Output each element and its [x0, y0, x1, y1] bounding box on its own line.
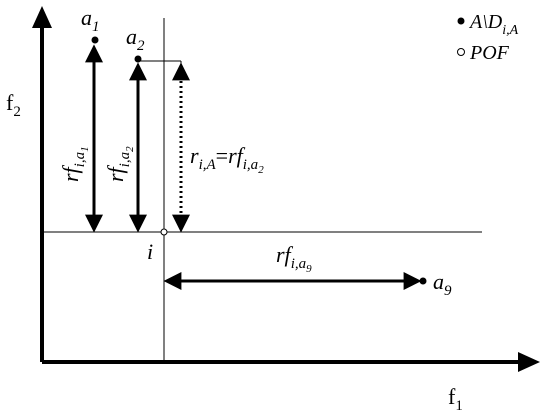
point-i: [160, 228, 168, 236]
x-axis-arrowhead: [518, 352, 540, 372]
legend-filled-marker: [457, 17, 465, 25]
label-rf-a9: rfi,a9: [276, 242, 312, 275]
point-a1: [91, 36, 99, 44]
label-r-iA: ri,A=rfi,a2: [190, 143, 264, 176]
legend-hollow-marker: [457, 48, 465, 56]
y-axis-arrowhead: [32, 6, 52, 28]
legend-hollow-label: POF: [469, 42, 510, 64]
label-a1: a1: [81, 5, 100, 35]
x-axis-label: f1: [448, 384, 463, 414]
y-axis-label: f2: [6, 90, 21, 120]
label-i: i: [147, 239, 153, 264]
label-rf-a2: rfi,a2: [103, 146, 136, 182]
label-a9: a9: [433, 269, 452, 299]
legend-filled-label: A\Di,A: [468, 11, 519, 38]
point-a2: [134, 55, 142, 63]
label-rf-a1: rfi,a1: [58, 146, 91, 182]
point-a9: [419, 277, 427, 285]
label-a2: a2: [126, 24, 145, 54]
